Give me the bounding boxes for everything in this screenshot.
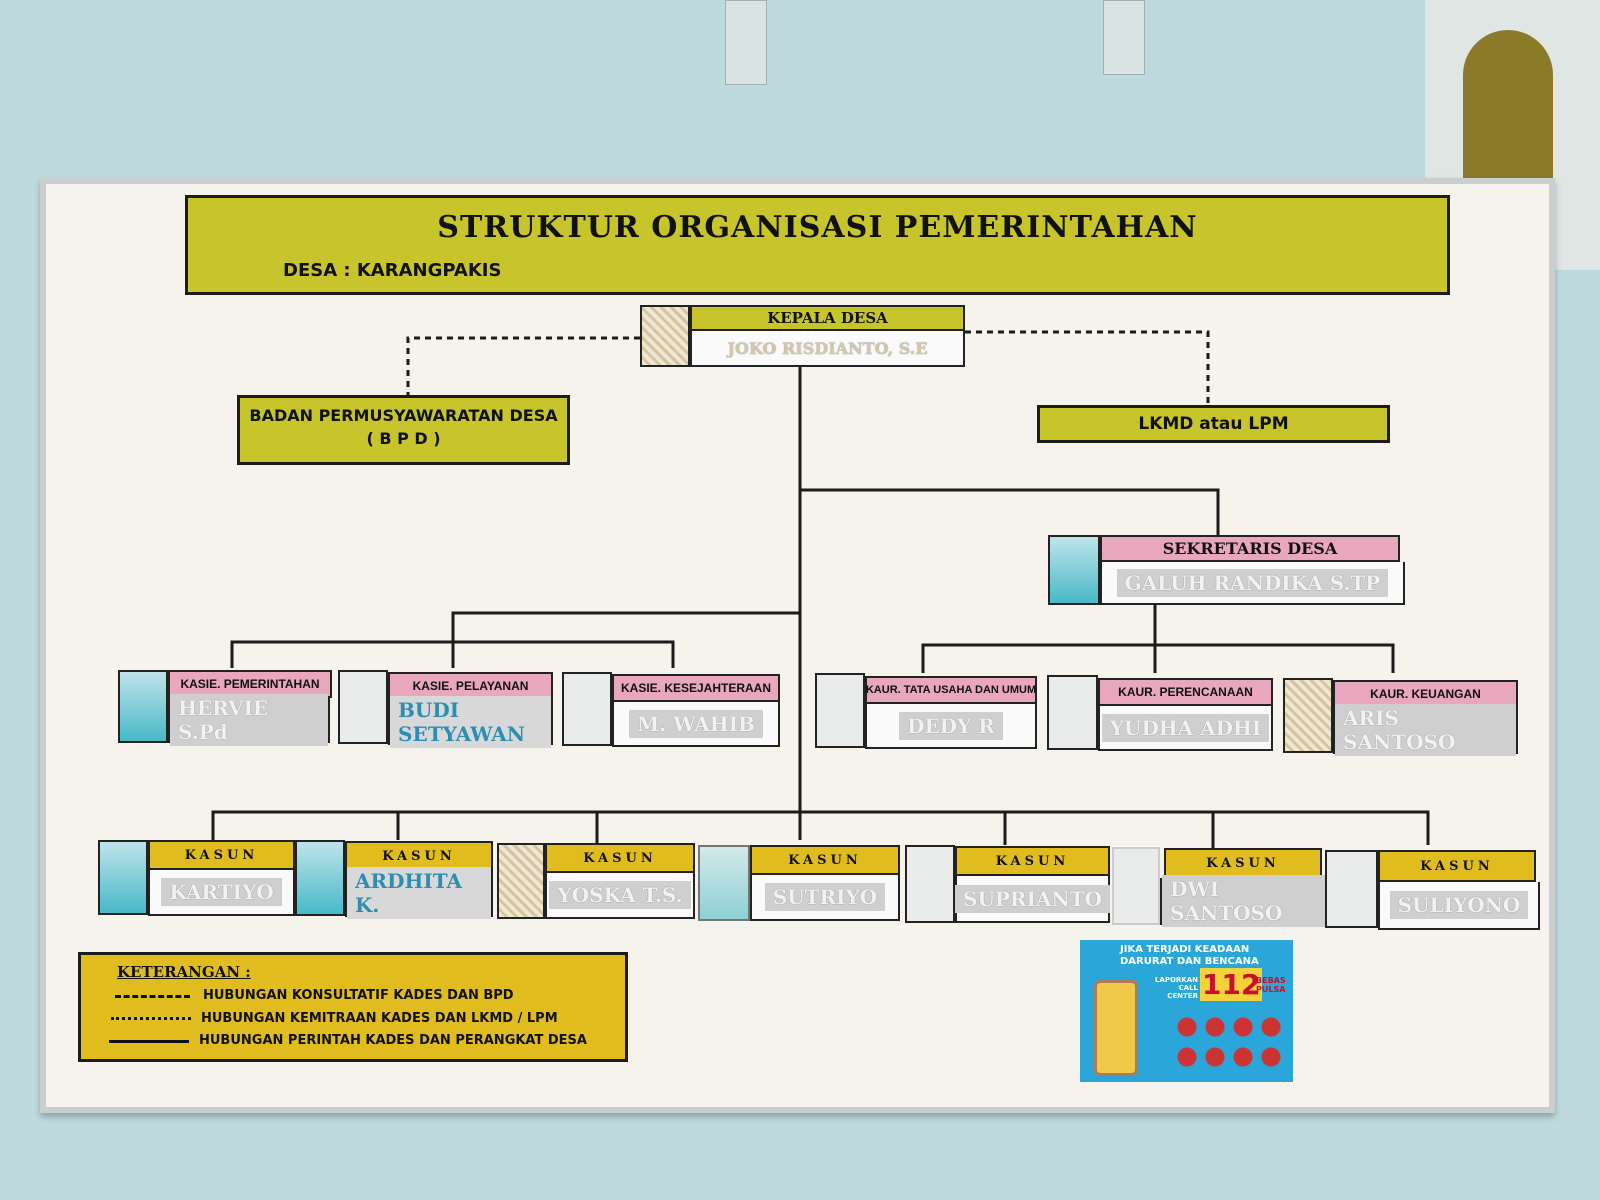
photo-placeholder [338, 670, 388, 744]
head-name-box: JOKO RISDIANTO, S.E [690, 331, 965, 367]
secretary-name-box: GALUH RANDIKA S.TP [1100, 562, 1405, 605]
phone-illustration-icon [1094, 980, 1138, 1076]
kaur-name-box: DEDY R [865, 704, 1037, 749]
kasun-role: KASUN [1164, 848, 1322, 878]
photo-secretary [1048, 535, 1100, 605]
kasie-name: BUDI SETYAWAN [390, 695, 551, 748]
kaur-name: YUDHA ADHI [1101, 713, 1270, 742]
legend-item: HUBUNGAN KEMITRAAN KADES DAN LKMD / LPM [201, 1011, 558, 1026]
solid-line-sample [109, 1040, 189, 1043]
kaur-name: ARIS SANTOSO [1335, 704, 1516, 756]
lkmd-box: LKMD atau LPM [1037, 405, 1390, 443]
photo-placeholder [562, 672, 612, 746]
photo-kasun [98, 840, 148, 915]
kasun-name-box: SULIYONO [1378, 882, 1540, 930]
kasie-role: KASIE. PEMERINTAHAN [168, 670, 332, 698]
kasun-role: KASUN [1378, 850, 1536, 882]
dashed-line-sample [115, 995, 190, 998]
kasun-name: DWI SANTOSO [1162, 874, 1326, 927]
photo-placeholder [640, 305, 690, 367]
legend-box: KETERANGAN : HUBUNGAN KONSULTATIF KADES … [78, 952, 628, 1062]
kasun-name: KARTIYO [161, 878, 282, 906]
poster-free: BEBAS PULSA [1256, 976, 1286, 994]
kasun-name-box: SUTRIYO [750, 875, 900, 921]
bpd-box: BADAN PERMUSYAWARATAN DESA ( B P D ) [237, 395, 570, 465]
bpd-line1: BADAN PERMUSYAWARATAN DESA [249, 406, 558, 425]
photo-placeholder [815, 673, 865, 748]
kasie-name: HERVIE S.Pd [170, 693, 328, 746]
photo-kasie [118, 670, 168, 743]
kasun-name-box: ARDHITA K. [345, 867, 493, 919]
photo-placeholder [1047, 675, 1098, 750]
poster-number: 112 [1200, 968, 1263, 1001]
kasun-name-box: KARTIYO [148, 870, 295, 916]
kasun-name: SUPRIANTO [955, 884, 1111, 913]
photo-placeholder [1325, 850, 1378, 928]
secretary-name: GALUH RANDIKA S.TP [1116, 568, 1389, 597]
village-name: DESA : KARANGPAKIS [283, 260, 502, 281]
kasun-name: SUTRIYO [764, 883, 886, 911]
kasie-name-box: BUDI SETYAWAN [388, 695, 553, 748]
kasie-role: KASIE. PELAYANAN [388, 672, 553, 700]
emergency-service-icons [1172, 1012, 1282, 1072]
photo-placeholder [1283, 678, 1333, 753]
kasun-role: KASUN [955, 846, 1110, 876]
kaur-name-box: ARIS SANTOSO [1333, 704, 1518, 756]
legend-title: KETERANGAN : [117, 963, 251, 981]
kasun-role: KASUN [148, 840, 295, 870]
head-role: KEPALA DESA [690, 305, 965, 331]
photo-placeholder [497, 843, 545, 919]
kaur-name: DEDY R [899, 711, 1003, 740]
kasie-name-box: HERVIE S.Pd [168, 693, 330, 746]
kasun-role: KASUN [345, 841, 493, 871]
legend-item: HUBUNGAN PERINTAH KADES DAN PERANGKAT DE… [199, 1033, 587, 1048]
photo-placeholder [1112, 847, 1160, 925]
kasun-name-box: DWI SANTOSO [1160, 874, 1328, 927]
kasun-name: ARDHITA K. [347, 867, 491, 919]
kasun-name-box: SUPRIANTO [955, 876, 1111, 923]
wall-bracket [1103, 0, 1145, 75]
poster-line2: DARURAT DAN BENCANA [1120, 956, 1259, 967]
photo-kasun [698, 845, 750, 921]
legend-item: HUBUNGAN KONSULTATIF KADES DAN BPD [203, 988, 514, 1003]
kasun-name-box: YOSKA T.S. [545, 873, 695, 919]
photo-placeholder [905, 845, 955, 923]
bpd-line2: ( B P D ) [366, 429, 441, 448]
kasun-name: SULIYONO [1389, 891, 1529, 919]
kaur-role: KAUR. TATA USAHA DAN UMUM [865, 676, 1037, 704]
kasie-name-box: M. WAHIB [612, 702, 780, 747]
kaur-role: KAUR. PERENCANAAN [1098, 678, 1273, 706]
kasie-role: KASIE. KESEJAHTERAAN [612, 674, 780, 702]
poster-call: LAPORKAN CALL CENTER [1154, 976, 1198, 1000]
head-name: JOKO RISDIANTO, S.E [727, 338, 928, 358]
title-banner: STRUKTUR ORGANISASI PEMERINTAHAN DESA : … [185, 195, 1450, 295]
kasun-name: YOSKA T.S. [549, 881, 691, 909]
emergency-112-poster: JIKA TERJADI KEADAAN DARURAT DAN BENCANA… [1080, 940, 1293, 1082]
dotted-line-sample [111, 1017, 191, 1020]
poster-line1: JIKA TERJADI KEADAAN [1120, 944, 1250, 955]
chart-title: STRUKTUR ORGANISASI PEMERINTAHAN [437, 210, 1198, 245]
photo-kasun [295, 840, 345, 916]
kasun-role: KASUN [750, 845, 900, 875]
kaur-name-box: YUDHA ADHI [1098, 706, 1273, 751]
kasun-role: KASUN [545, 843, 695, 873]
wall-bracket [725, 0, 767, 85]
kasie-name: M. WAHIB [629, 709, 763, 738]
secretary-role: SEKRETARIS DESA [1100, 535, 1400, 562]
